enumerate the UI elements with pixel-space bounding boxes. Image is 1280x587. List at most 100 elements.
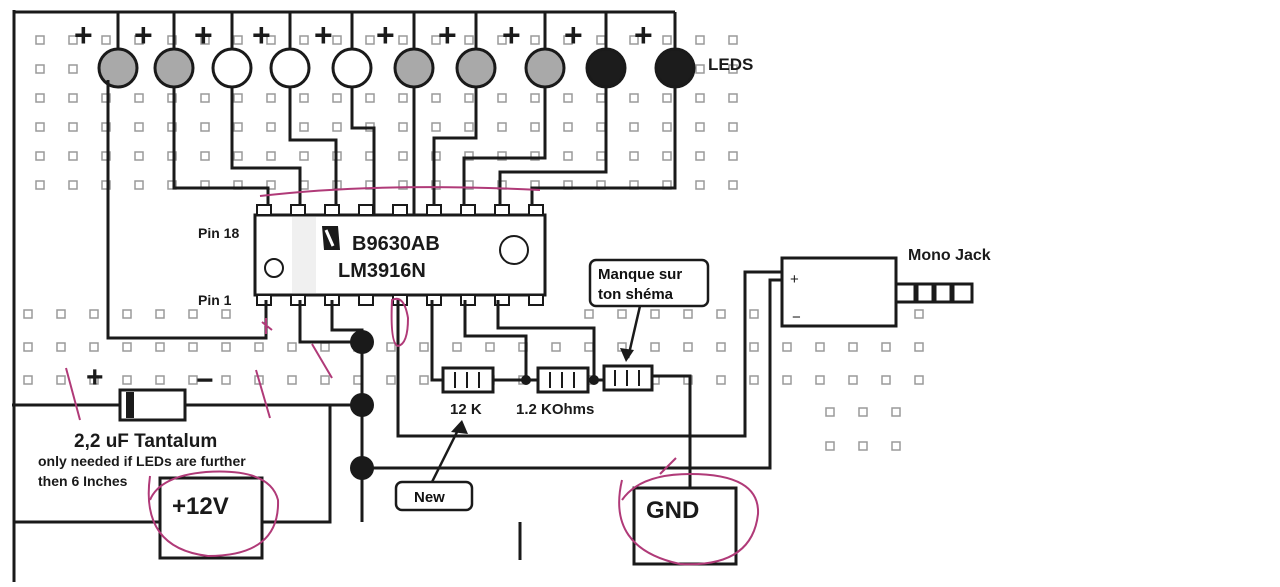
breadboard-hole [266, 151, 276, 161]
breadboard-hole [35, 122, 45, 132]
breadboard-hole [497, 35, 507, 45]
chip-pin-top [494, 204, 510, 216]
breadboard-hole [221, 375, 231, 385]
led-plus-sign: + [314, 17, 333, 53]
callout-new [394, 420, 474, 512]
breadboard-hole [596, 93, 606, 103]
resistor-12k [441, 366, 495, 394]
breadboard-hole [23, 375, 33, 385]
breadboard-hole [728, 93, 738, 103]
breadboard-hole [683, 342, 693, 352]
chip-marking-2: LM3916N [338, 260, 426, 282]
breadboard-hole [629, 151, 639, 161]
breadboard-hole [167, 122, 177, 132]
breadboard-hole [749, 342, 759, 352]
breadboard-hole [782, 375, 792, 385]
breadboard-hole [848, 375, 858, 385]
led-plus-sign: + [502, 17, 521, 53]
breadboard-hole [101, 93, 111, 103]
breadboard-hole [629, 122, 639, 132]
callout-missing [588, 258, 710, 362]
breadboard-hole [89, 342, 99, 352]
breadboard-hole [167, 93, 177, 103]
chip-pin-top [290, 204, 306, 216]
breadboard-hole [221, 342, 231, 352]
pin18-label: Pin 18 [198, 225, 239, 241]
jack-label: Mono Jack [908, 247, 991, 264]
breadboard-hole [914, 309, 924, 319]
breadboard-hole [89, 375, 99, 385]
breadboard-hole [782, 342, 792, 352]
breadboard-hole [497, 93, 507, 103]
led-plus-sign: + [194, 17, 213, 53]
breadboard-hole [68, 64, 78, 74]
breadboard-hole [464, 35, 474, 45]
breadboard-hole [23, 309, 33, 319]
chip-pin-top [358, 204, 374, 216]
breadboard-hole [233, 35, 243, 45]
breadboard-hole [35, 180, 45, 190]
breadboard-hole [662, 151, 672, 161]
breadboard-hole [563, 35, 573, 45]
breadboard-hole [419, 375, 429, 385]
breadboard-hole [716, 342, 726, 352]
breadboard-hole [386, 342, 396, 352]
breadboard-hole [266, 93, 276, 103]
callout-new-text: New [414, 489, 445, 506]
breadboard-hole [101, 180, 111, 190]
breadboard-hole [287, 375, 297, 385]
breadboard-hole [332, 93, 342, 103]
breadboard-hole [134, 122, 144, 132]
breadboard-hole [563, 122, 573, 132]
breadboard-hole [881, 342, 891, 352]
led-plus-sign: + [634, 17, 653, 53]
breadboard-hole [56, 375, 66, 385]
led [211, 47, 253, 89]
breadboard-hole [431, 122, 441, 132]
led-chip-wire [350, 86, 376, 215]
led [654, 47, 696, 89]
pin1-label: Pin 1 [198, 292, 232, 308]
led-chip-wire [288, 86, 338, 215]
breadboard-hole [188, 309, 198, 319]
breadboard-hole [617, 309, 627, 319]
resistor-missing [602, 364, 654, 392]
breadboard-hole [596, 122, 606, 132]
breadboard-hole [497, 151, 507, 161]
breadboard-hole [464, 122, 474, 132]
breadboard-hole [891, 441, 901, 451]
breadboard-hole [68, 151, 78, 161]
resistor-1-2k-label: 1.2 KOhms [516, 401, 594, 418]
led-plus-sign: + [564, 17, 583, 53]
breadboard-hole [464, 93, 474, 103]
led [269, 47, 311, 89]
breadboard-hole [530, 151, 540, 161]
breadboard-hole [650, 342, 660, 352]
breadboard-hole [221, 309, 231, 319]
breadboard-hole [914, 375, 924, 385]
breadboard-hole [815, 375, 825, 385]
power-label: +12V [172, 493, 229, 520]
breadboard-hole [23, 342, 33, 352]
breadboard-hole [254, 342, 264, 352]
breadboard-hole [56, 342, 66, 352]
mono-jack [780, 256, 974, 328]
breadboard-hole [728, 151, 738, 161]
breadboard-hole [332, 35, 342, 45]
breadboard-hole [35, 64, 45, 74]
led [153, 47, 195, 89]
breadboard-hole [266, 35, 276, 45]
breadboard-hole [155, 309, 165, 319]
chip-pin-top [392, 204, 408, 216]
breadboard-hole [35, 35, 45, 45]
breadboard-hole [320, 375, 330, 385]
led-chip-wire [172, 86, 270, 215]
breadboard-hole [662, 93, 672, 103]
capacitor-plus: + [86, 361, 104, 394]
breadboard-hole [716, 375, 726, 385]
led-plus-sign: + [134, 17, 153, 53]
led-plus-sign: + [438, 17, 457, 53]
led-plus-signs: ++++++++++ [74, 17, 653, 53]
led-chip-wire [432, 86, 478, 215]
breadboard-hole [89, 309, 99, 319]
